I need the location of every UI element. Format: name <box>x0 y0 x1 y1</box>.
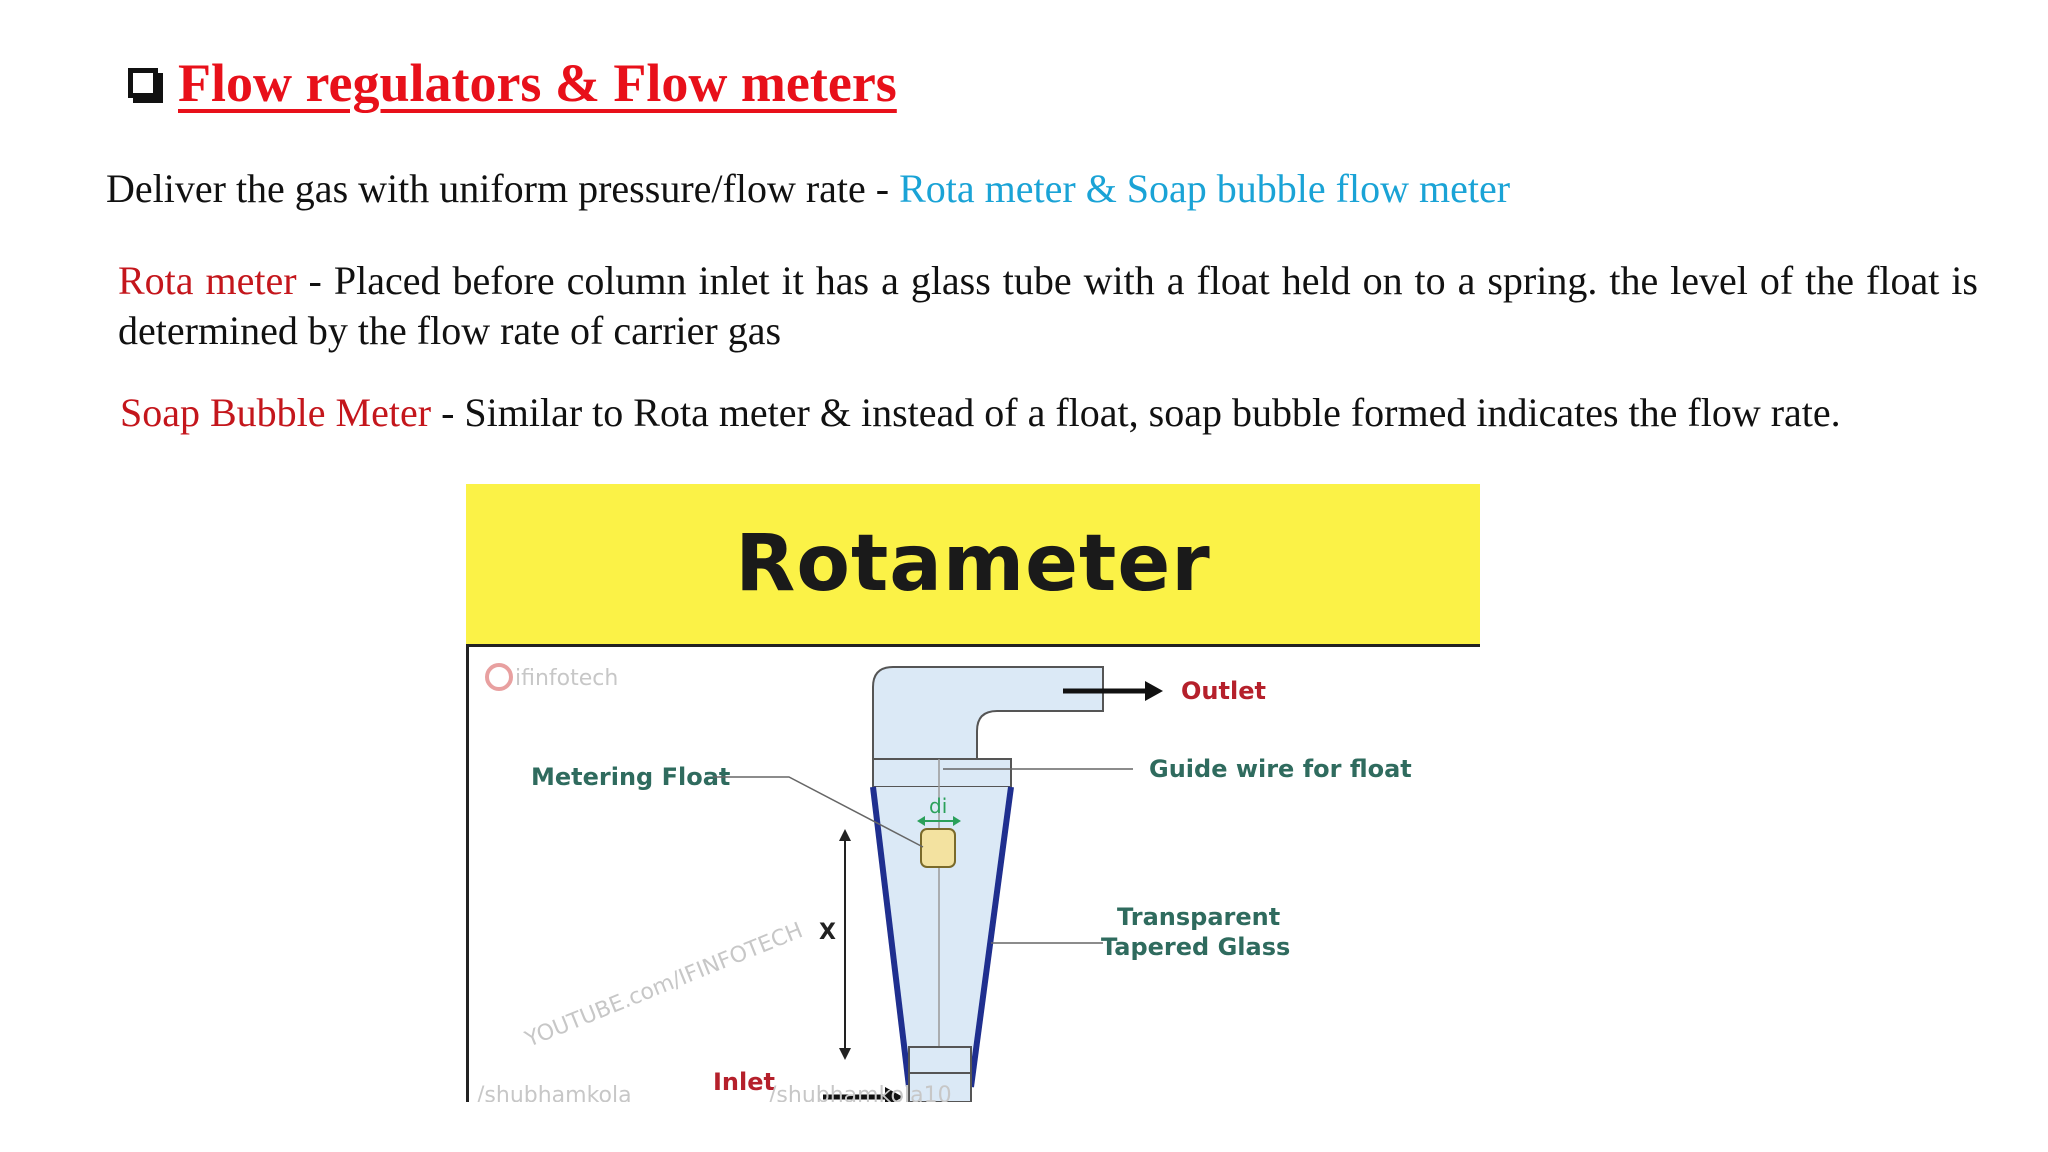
metering-float-icon <box>920 828 956 868</box>
intro-highlight: Rota meter & Soap bubble flow meter <box>899 166 1511 211</box>
intro-text: Deliver the gas with uniform pressure/fl… <box>106 166 900 211</box>
title-text: Flow regulators & Flow meters <box>178 53 897 113</box>
slide-title: Flow regulators & Flow meters <box>128 52 897 114</box>
watermark-diagonal: YOUTUBE.com/IFINFOTECH <box>521 918 807 1053</box>
watermark-bottom-right: /shubhamkola10 <box>769 1083 952 1102</box>
soap-bubble-description: - Similar to Rota meter & instead of a f… <box>431 390 1841 435</box>
metering-float-leader <box>713 776 924 848</box>
rota-meter-term: Rota meter <box>118 258 297 303</box>
watermark-bottom-left: /shubhamkola <box>477 1083 632 1102</box>
glass-left-edge <box>870 786 912 1088</box>
lower-collar <box>908 1046 972 1074</box>
glass-right-edge <box>968 786 1014 1088</box>
diameter-label: di <box>929 794 947 818</box>
soap-bubble-term: Soap Bubble Meter <box>120 390 432 435</box>
inlet-label: Inlet <box>713 1068 775 1096</box>
soap-bubble-paragraph: Soap Bubble Meter - Similar to Rota mete… <box>120 388 1841 438</box>
outlet-pipe <box>872 666 1104 788</box>
transparent-label-line2: Tapered Glass <box>1101 933 1290 961</box>
tapered-glass-tube <box>873 787 1011 1087</box>
rota-meter-paragraph: Rota meter - Placed before column inlet … <box>118 256 1978 356</box>
guide-wire-label: Guide wire for float <box>1149 755 1412 783</box>
rotameter-figure: Rotameter ifinfotech YOUTUBE.com/IFINFOT… <box>466 484 1480 1102</box>
height-label: X <box>819 920 836 945</box>
rotameter-diagram: ifinfotech YOUTUBE.com/IFINFOTECH di Met… <box>477 663 1412 1102</box>
outlet-label: Outlet <box>1181 677 1266 705</box>
rota-meter-description: - Placed before column inlet it has a gl… <box>118 258 1978 353</box>
watermark-top: ifinfotech <box>485 663 618 691</box>
transparent-label-line1: Transparent <box>1117 903 1280 931</box>
metering-float-label: Metering Float <box>531 763 730 791</box>
figure-header-title: Rotameter <box>735 519 1211 609</box>
figure-header: Rotameter <box>466 484 1480 647</box>
inlet-elbow <box>908 1072 972 1102</box>
figure-body: ifinfotech YOUTUBE.com/IFINFOTECH di Met… <box>466 647 1480 1102</box>
upper-collar <box>872 758 1012 788</box>
watermark-top-text: ifinfotech <box>515 666 618 691</box>
intro-line: Deliver the gas with uniform pressure/fl… <box>106 164 1510 214</box>
checkbox-bullet-icon <box>128 68 158 98</box>
